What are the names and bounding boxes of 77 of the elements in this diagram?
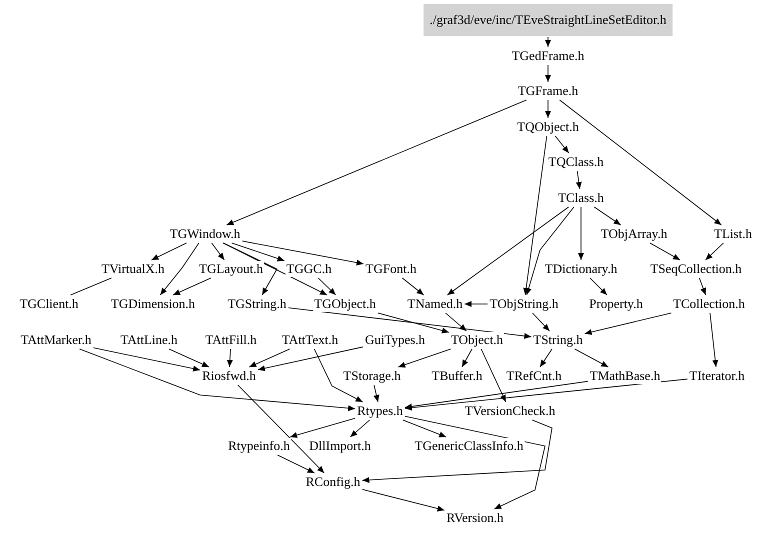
arrow xyxy=(373,384,380,402)
arrow xyxy=(160,242,200,296)
file-label: TGObject.h xyxy=(313,296,377,312)
arrow xyxy=(226,348,233,368)
arrow xyxy=(447,206,569,296)
arrow xyxy=(290,418,356,438)
arrow xyxy=(480,348,506,402)
arrow xyxy=(222,242,328,296)
arrow xyxy=(402,420,447,438)
arrow xyxy=(526,206,574,296)
arrow xyxy=(242,240,364,266)
file-label: TGLayout.h xyxy=(198,261,264,277)
arrow xyxy=(277,454,315,474)
arrow xyxy=(377,312,450,334)
arrow xyxy=(398,348,452,368)
arrow xyxy=(698,278,706,296)
arrow xyxy=(650,242,680,260)
arrow xyxy=(576,170,582,190)
file-label: TObject.h xyxy=(450,332,504,348)
arrow xyxy=(445,312,467,332)
arrow xyxy=(314,348,364,402)
file-label: TSeqCollection.h xyxy=(649,261,743,277)
arrow xyxy=(705,242,724,260)
file-label: TQObject.h xyxy=(516,119,580,135)
arrow xyxy=(559,100,722,226)
arrow xyxy=(362,420,552,483)
file-label: Rtypeinfo.h xyxy=(227,438,291,454)
arrow xyxy=(574,348,609,368)
arrow xyxy=(462,348,472,368)
file-label: TMathBase.h xyxy=(588,368,662,384)
file-box: ./graf3d/eve/inc/TEveStraightLineSetEditor.h xyxy=(424,4,672,36)
arrow xyxy=(237,384,325,474)
arrow xyxy=(578,206,584,260)
arrow xyxy=(151,242,187,260)
file-label: TGGC.h xyxy=(285,261,333,277)
arrow xyxy=(404,416,546,510)
file-label: Property.h xyxy=(588,296,644,312)
arrow xyxy=(172,278,212,296)
arrow xyxy=(318,278,336,296)
file-label: TObjString.h xyxy=(488,296,560,312)
arrow xyxy=(350,420,370,438)
file-label: TGString.h xyxy=(226,296,288,312)
arrow xyxy=(554,136,570,154)
arrow xyxy=(590,278,608,296)
arrow xyxy=(404,378,688,411)
file-label: TObjArray.h xyxy=(600,226,668,242)
file-label: TStorage.h xyxy=(342,368,402,384)
arrow xyxy=(362,489,445,512)
arrow xyxy=(464,301,488,307)
arrow xyxy=(584,312,672,335)
file-label: TString.h xyxy=(532,332,584,348)
arrow xyxy=(93,347,200,372)
file-label: GuiTypes.h xyxy=(364,332,426,348)
arrow xyxy=(594,206,622,226)
arrow xyxy=(211,242,225,260)
arrow xyxy=(402,278,424,296)
arrow xyxy=(79,348,356,412)
arrow xyxy=(288,307,532,339)
file-label: TDictionary.h xyxy=(544,261,618,277)
arrow xyxy=(168,348,210,368)
arrow xyxy=(523,136,548,296)
arrow xyxy=(248,348,290,368)
file-label: DllImport.h xyxy=(308,438,372,454)
file-label: TQClass.h xyxy=(547,154,605,170)
arrow xyxy=(545,36,551,48)
arrow xyxy=(545,100,551,118)
arrow xyxy=(231,242,285,262)
arrow xyxy=(226,100,527,226)
arrow xyxy=(404,380,588,410)
arrow xyxy=(545,64,551,82)
file-label: Rtypes.h xyxy=(356,403,404,419)
file-label: RConfig.h xyxy=(304,474,362,490)
arrow xyxy=(223,242,278,296)
arrow xyxy=(258,346,364,372)
arrow xyxy=(532,312,550,332)
arrow xyxy=(540,348,552,368)
arrow xyxy=(710,312,718,368)
